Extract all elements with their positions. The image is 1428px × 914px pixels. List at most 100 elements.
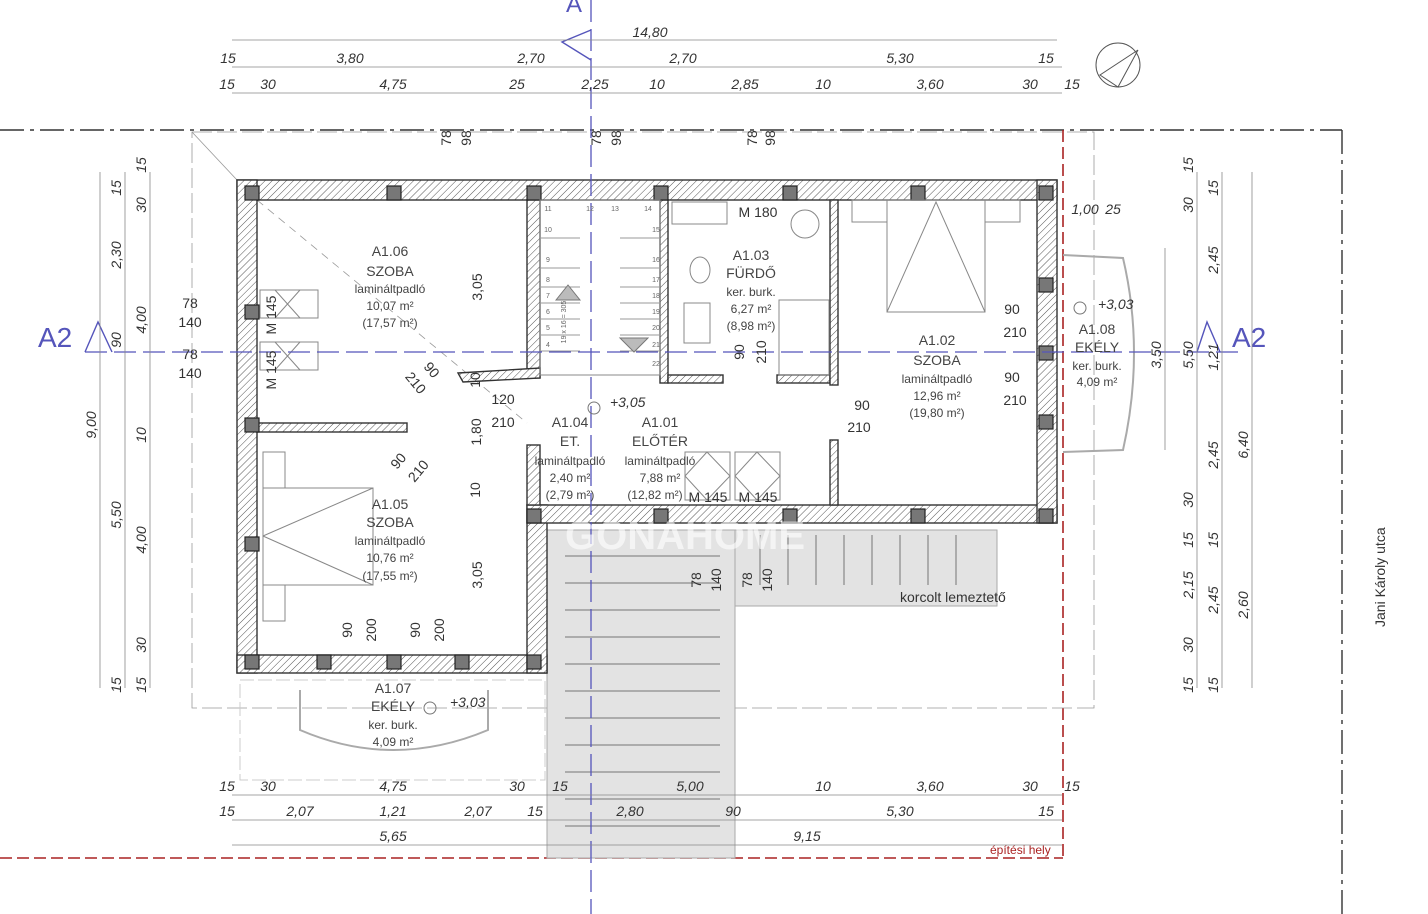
- dimension-label: 30: [1180, 637, 1196, 653]
- room-gross-area: (2,79 m²): [546, 488, 595, 502]
- opening-label: 90: [339, 622, 355, 638]
- room-floor: ker. burk.: [368, 718, 417, 732]
- room-floor: lamináltpadló: [535, 454, 606, 468]
- dimension-label: 15: [219, 76, 235, 92]
- room-floor: ker. burk.: [726, 285, 775, 299]
- room-name: EKÉLY: [1075, 339, 1120, 355]
- dimension-label: 10: [649, 76, 665, 92]
- stair-step-number: 16: [652, 257, 660, 264]
- dimension-label: 4,75: [379, 76, 406, 92]
- columns: [244, 185, 1054, 670]
- building-site-line: [0, 130, 1064, 859]
- dimension-label: 15: [1205, 532, 1221, 548]
- dimension-label: 2,70: [668, 50, 696, 66]
- dimension-label: 2,80: [615, 803, 643, 819]
- dimension-label: 4,00: [133, 526, 149, 553]
- dimension-label: 3,60: [916, 778, 943, 794]
- opening-label: 210: [1003, 324, 1027, 340]
- dimension-label: 10: [815, 76, 831, 92]
- opening-label: 140: [708, 568, 724, 592]
- stair-formula: 19 x 16 = 305: [561, 301, 568, 344]
- corrugated-roof: [546, 529, 998, 859]
- dimension-label: 9,00: [83, 411, 99, 438]
- opening-label: 78: [688, 572, 704, 588]
- room-a1-07: A1.07 EKÉLY ker. burk. 4,09 m²: [368, 680, 417, 749]
- dimension-label: 1,21: [379, 803, 406, 819]
- room-area: 2,40 m²: [550, 471, 591, 485]
- dimension-label: 2,85: [730, 76, 758, 92]
- room-id: A1.08: [1079, 321, 1116, 337]
- north-arrow-icon: [1095, 42, 1141, 88]
- room-a1-05: A1.05 SZOBA lamináltpadló 10,76 m² (17,5…: [355, 496, 426, 583]
- opening-label: 98: [762, 130, 778, 146]
- dimension-label: 10: [133, 427, 149, 443]
- room-id: A1.04: [552, 414, 589, 430]
- dimension-label: 15: [1064, 76, 1080, 92]
- room-gross-area: (8,98 m²): [727, 319, 776, 333]
- room-area: 7,88 m²: [640, 471, 681, 485]
- opening-label: 90: [407, 622, 423, 638]
- dimension-label: 3,50: [1148, 341, 1164, 368]
- opening-label: 98: [458, 130, 474, 146]
- room-name: SZOBA: [366, 514, 414, 530]
- dimension-label: 15: [133, 677, 149, 693]
- opening-label: 90: [387, 450, 409, 472]
- room-id: A1.02: [919, 332, 956, 348]
- dimension-label: 30: [1022, 76, 1038, 92]
- opening-label: 210: [753, 340, 769, 364]
- dimension-label: 25: [1104, 201, 1121, 217]
- dimension-label: 1,21: [1205, 343, 1221, 370]
- balcony-south: [239, 679, 546, 781]
- dimension-lines: [99, 39, 1253, 846]
- elevation-label: +3,05: [610, 394, 646, 410]
- dimension-label: 15: [133, 157, 149, 173]
- dimension-label: 2,25: [580, 76, 608, 92]
- dimension-label: 4,00: [133, 306, 149, 333]
- stair-step-number: 4: [546, 342, 550, 349]
- dimension-label: 15: [1038, 803, 1054, 819]
- elevation-label: +3,03: [450, 694, 486, 710]
- room-area: 4,09 m²: [373, 735, 414, 749]
- room-a1-01: A1.01 ELŐTÉR lamináltpadló 7,88 m² (12,8…: [625, 414, 696, 502]
- dimension-label: 30: [133, 197, 149, 213]
- room-a1-03: A1.03 FÜRDŐ ker. burk. 6,27 m² (8,98 m²): [726, 247, 776, 333]
- dimension-label: 5,50: [1180, 341, 1196, 368]
- room-gross-area: (17,55 m²): [362, 569, 417, 583]
- opening-label: M 180: [739, 204, 778, 220]
- dimension-label: 3,60: [916, 76, 943, 92]
- dimension-label: 2,45: [1205, 441, 1221, 469]
- room-gross-area: (19,80 m²): [909, 406, 964, 420]
- opening-label: 78: [438, 130, 454, 146]
- dimension-label: 30: [1022, 778, 1038, 794]
- dimension-label: 90: [725, 803, 741, 819]
- room-gross-area: (12,82 m²): [627, 488, 682, 502]
- dimension-label: 2,07: [463, 803, 492, 819]
- dimension-label: 30: [509, 778, 525, 794]
- dimension-label: 15: [219, 803, 235, 819]
- opening-label: 210: [1003, 392, 1027, 408]
- room-name: SZOBA: [366, 263, 414, 279]
- dimension-label: 2,70: [516, 50, 544, 66]
- stair-step-number: 13: [611, 206, 619, 213]
- dimension-label: 3,80: [336, 50, 363, 66]
- section-axis-a2: A2 A2: [38, 320, 1266, 353]
- dimension-label: 5,00: [676, 778, 703, 794]
- opening-label: M 145: [739, 489, 778, 505]
- room-a1-02: A1.02 SZOBA lamináltpadló 12,96 m² (19,8…: [902, 332, 973, 420]
- stair-step-number: 9: [546, 257, 550, 264]
- stair-step-number: 12: [586, 206, 594, 213]
- dimension-label: 1,00: [1071, 201, 1098, 217]
- room-area: 12,96 m²: [913, 389, 960, 403]
- room-floor: lamináltpadló: [625, 454, 696, 468]
- stair-step-number: 5: [546, 325, 550, 332]
- opening-label: 10: [467, 482, 483, 498]
- opening-label: 78: [744, 130, 760, 146]
- dimension-label: 15: [1064, 778, 1080, 794]
- opening-label: 78: [182, 346, 198, 362]
- section-axis-a: A: [560, 0, 592, 914]
- room-area: 10,76 m²: [366, 551, 413, 565]
- opening-label: 140: [178, 365, 202, 381]
